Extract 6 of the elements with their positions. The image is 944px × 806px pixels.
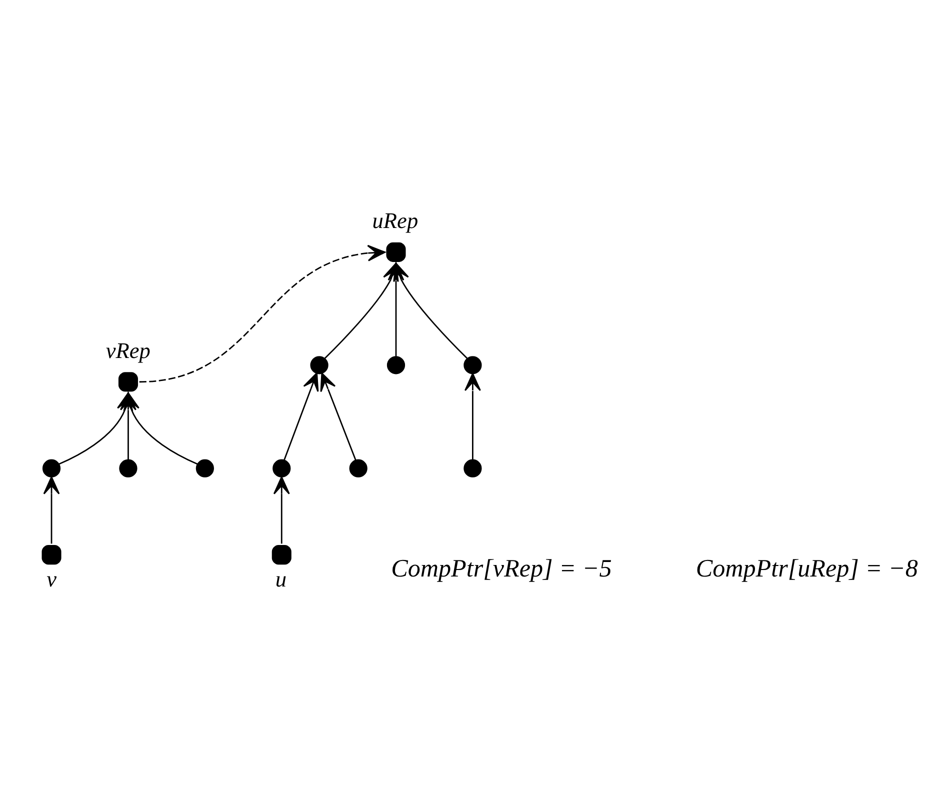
label: CompPtr[uRep] = −8 [696, 554, 918, 582]
node-label: v [46, 566, 57, 592]
node-label: vRep [106, 337, 150, 362]
node-label: u [275, 566, 287, 592]
label: CompPtr[vRep] = −5 [391, 554, 612, 582]
node-label: uRep [372, 208, 418, 233]
